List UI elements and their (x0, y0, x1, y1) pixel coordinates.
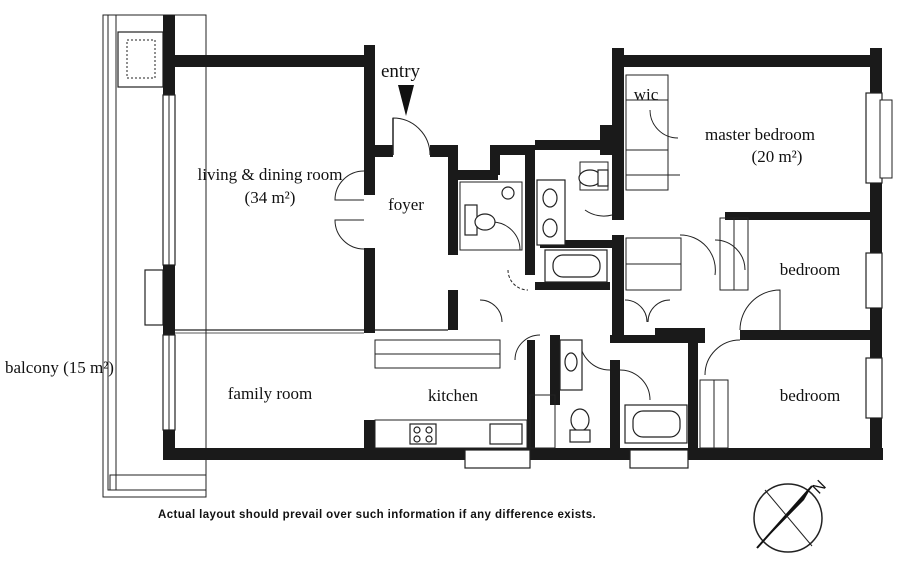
wall-top-living (163, 55, 375, 67)
hand-sink-icon (501, 186, 515, 200)
hall-door-swing (679, 234, 716, 276)
wall-right-top (870, 48, 882, 93)
wall-corner (600, 125, 615, 155)
closet-door-a (624, 299, 648, 323)
wall-lower-bath-top (610, 335, 705, 343)
living-dining-area-label: (34 m²) (245, 188, 296, 207)
wall-notch-left (490, 145, 500, 175)
wic-door-swing (649, 109, 679, 139)
wall-bath-bottom (535, 282, 610, 290)
wall-toilet2-left (550, 335, 560, 405)
entry-door-swing (392, 117, 431, 156)
balcony-label: balcony (15 m²) (5, 358, 114, 377)
compass-ring (753, 483, 823, 553)
balcony-outdoor-unit (144, 269, 164, 326)
wall-foyer-right (448, 145, 458, 255)
foyer-label: foyer (388, 195, 424, 214)
window-bedroom-lower (865, 357, 883, 419)
wall-hall-center (612, 235, 624, 335)
storage-door-swing (479, 299, 503, 323)
wall-vanity-top (535, 140, 610, 150)
toilet2-bowl-icon (570, 408, 590, 432)
window-master-sill (879, 99, 893, 179)
wall-family-kitchen (364, 420, 375, 460)
wall-between-bedrooms (740, 330, 870, 340)
kitchen-door-swing (514, 334, 541, 361)
wall-vanity-left (525, 145, 535, 275)
wall-notch-top (490, 145, 530, 155)
utility-door-swing (507, 269, 529, 291)
wall-living-right-lower (364, 248, 375, 333)
doors (334, 109, 781, 401)
living-door-swing-1 (334, 170, 365, 201)
wall-right-mid-lower (870, 308, 882, 358)
wic-label: wic (634, 85, 659, 104)
kitchen-lower-counter (374, 419, 528, 449)
toilet2-door-swing (579, 339, 611, 371)
kitchen-label: kitchen (428, 386, 479, 405)
wall-living-right-upper (364, 45, 375, 195)
wall-master-bottom (725, 212, 870, 220)
balcony-column-inner (126, 39, 156, 79)
balcony-area (102, 14, 207, 498)
vanity-sink-2-icon (542, 218, 558, 238)
cooktop (409, 423, 437, 445)
kitchen-window (464, 449, 531, 469)
wall-master-left (612, 48, 624, 220)
utility-cabinet (529, 394, 556, 449)
burner-2-icon (425, 426, 433, 434)
window-bedroom-upper (865, 252, 883, 309)
vanity-sink-1-icon (542, 188, 558, 208)
fixtures (374, 74, 749, 469)
burner-3-icon (413, 435, 421, 443)
bedroom-upper-label: bedroom (780, 260, 840, 279)
living-dining-label: living & dining room (198, 165, 343, 184)
master-door-swing (584, 209, 613, 217)
wall-closet-left (448, 290, 458, 330)
wic-shelves (625, 74, 669, 191)
wall-hall-stub (655, 328, 705, 338)
wall-lower-bath-left (610, 360, 620, 450)
closet-door-b (647, 299, 671, 323)
toilet2-tank (569, 429, 591, 443)
balcony-bottom-rail (109, 474, 207, 491)
compass: N (753, 477, 830, 553)
living-door-swing-2 (334, 219, 365, 250)
wall-foyer-top-left (375, 145, 393, 157)
bedroom-lower-label: bedroom (780, 386, 840, 405)
wall-top-master (612, 55, 882, 67)
entry-arrow-icon (398, 85, 414, 116)
bedroom-lower-door-swing (704, 339, 741, 376)
balcony-rail-inner (107, 14, 117, 491)
master-bedroom-area-label: (20 m²) (752, 147, 803, 166)
wall-left-mid (163, 265, 175, 335)
burner-4-icon (425, 435, 433, 443)
walls (162, 15, 893, 460)
wall-bath-top (540, 240, 612, 248)
master-bedroom-label: master bedroom (705, 125, 815, 144)
bedroom-upper-door-swing (739, 289, 781, 331)
kitchen-sink (489, 423, 523, 445)
balcony-outer-rail (102, 14, 207, 498)
toilet-bowl-icon (474, 213, 496, 231)
compass-needle-line (756, 485, 813, 549)
burner-1-icon (413, 426, 421, 434)
entry-label: entry (381, 61, 421, 82)
family-room-label: family room (228, 384, 313, 403)
toilet-door-swing (491, 221, 521, 251)
disclaimer-note: Actual layout should prevail over such i… (158, 509, 596, 521)
wall-right-mid-upper (870, 183, 882, 253)
bath-window (629, 449, 689, 469)
bathtub-second-basin (632, 410, 681, 438)
compass-cross-line (764, 489, 813, 547)
toilet2-sink-icon (564, 352, 578, 372)
wall-toilet-top (458, 170, 498, 180)
toilet-room (459, 181, 523, 251)
bathtub-main-basin (552, 254, 601, 278)
bath2-door-swing (619, 369, 651, 401)
master-toilet-tank (597, 169, 609, 187)
wall-lower-bath-right (688, 340, 698, 450)
